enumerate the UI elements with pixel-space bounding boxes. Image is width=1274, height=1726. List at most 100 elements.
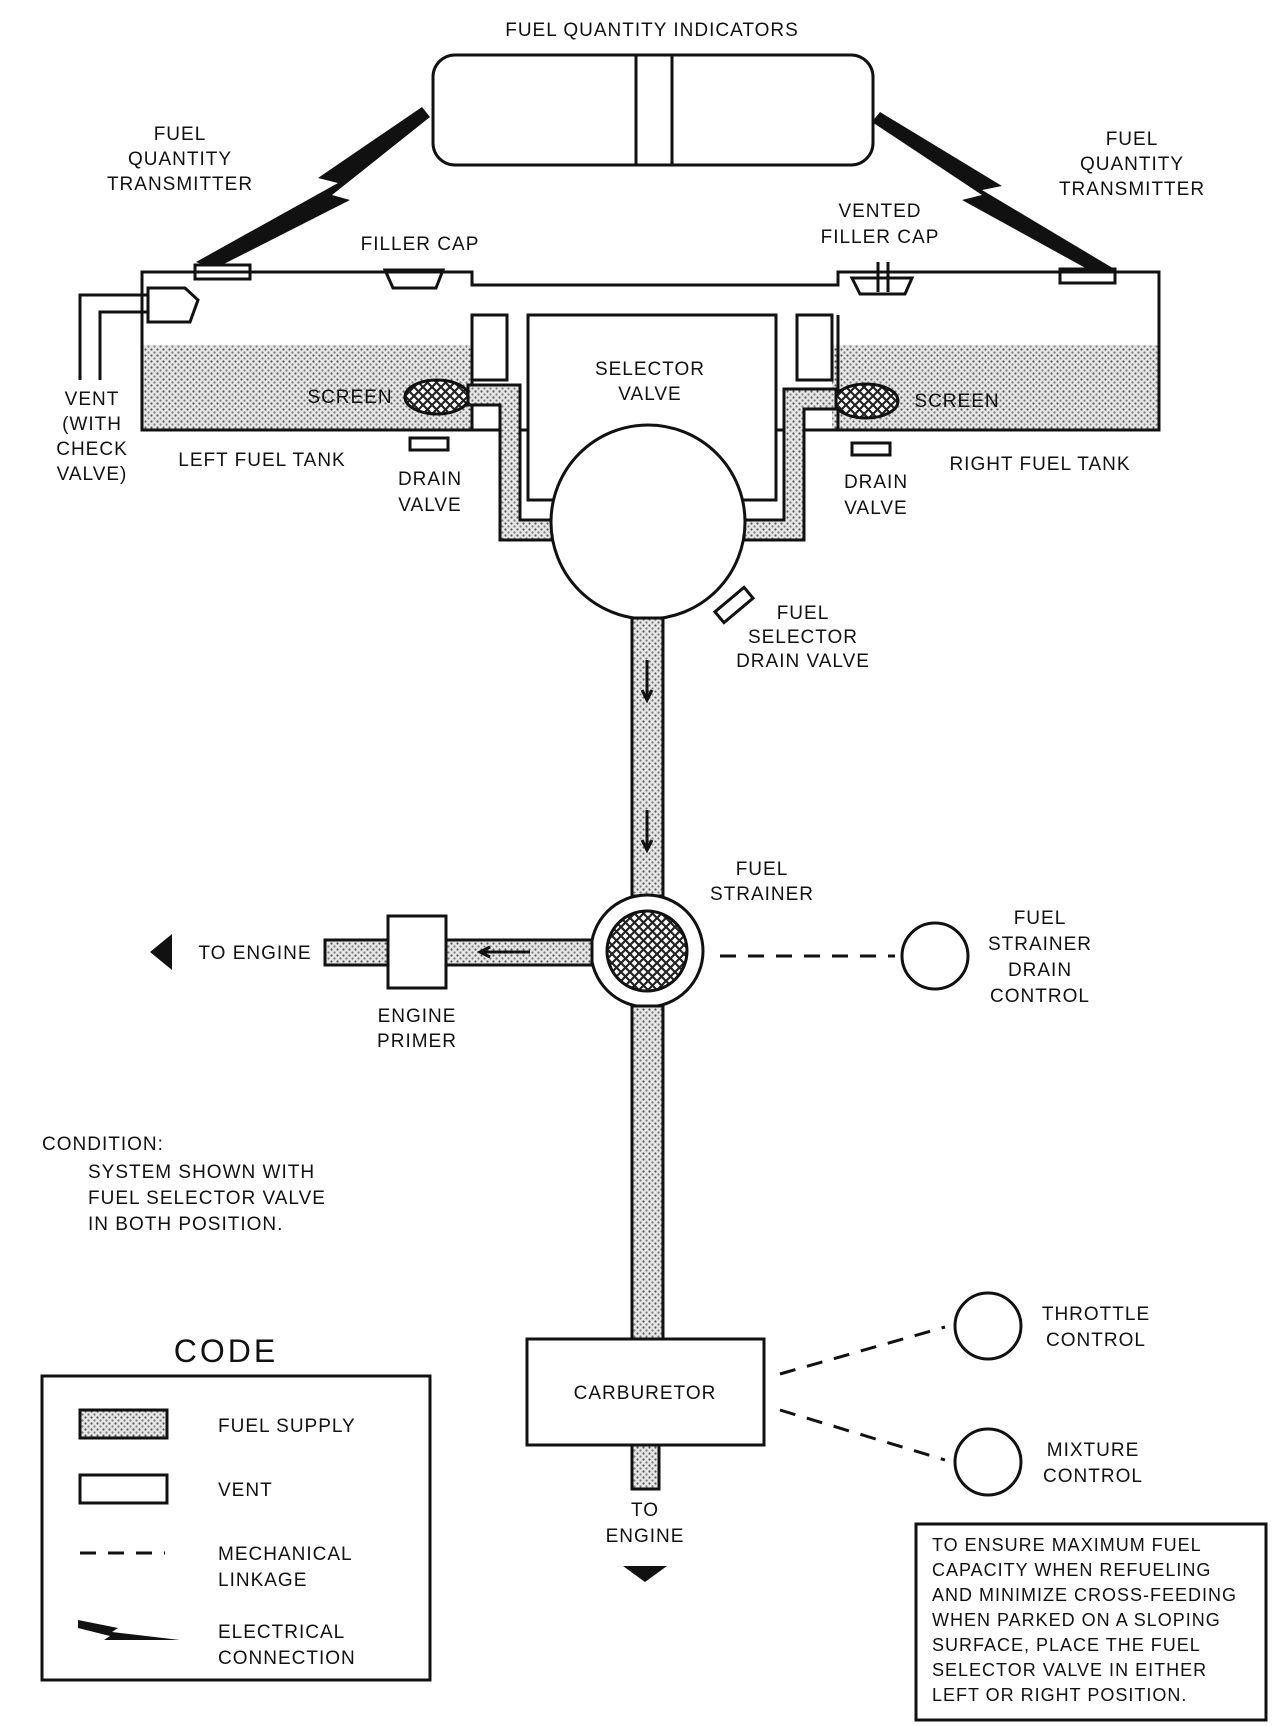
svg-text:THROTTLE: THROTTLE: [1042, 1304, 1150, 1325]
mixture-control-label: MIXTURE CONTROL: [1043, 1440, 1143, 1487]
legend-fuel-supply-swatch: [78, 1408, 169, 1440]
to-engine-left-label: TO ENGINE: [198, 943, 311, 964]
throttle-linkage: [779, 1325, 946, 1376]
right-drain-valve: [850, 441, 892, 457]
left-drain-valve: [408, 436, 450, 452]
svg-text:CONTROL: CONTROL: [1043, 1466, 1143, 1487]
right-screen-label: SCREEN: [914, 391, 999, 412]
to-engine-left-arrow-icon: [150, 934, 172, 970]
svg-text:SELECTOR VALVE IN EITHER: SELECTOR VALVE IN EITHER: [932, 1660, 1207, 1680]
svg-text:SYSTEM SHOWN WITH: SYSTEM SHOWN WITH: [88, 1162, 315, 1183]
svg-text:VENT: VENT: [65, 389, 120, 410]
svg-text:WHEN PARKED ON A SLOPING: WHEN PARKED ON A SLOPING: [932, 1610, 1221, 1630]
svg-text:PRIMER: PRIMER: [377, 1031, 457, 1052]
fuel-strainer-label: FUEL STRAINER: [710, 859, 814, 905]
svg-text:DRAIN: DRAIN: [844, 472, 908, 493]
fuel-quantity-indicators-label: FUEL QUANTITY INDICATORS: [505, 20, 799, 41]
selector-valve-label: SELECTOR VALVE: [595, 359, 705, 405]
legend-connection: CONNECTION: [218, 1648, 356, 1669]
legend-vent-swatch: [78, 1473, 169, 1505]
fuel-strainer-drain-control[interactable]: [900, 921, 970, 991]
carburetor-label: CARBURETOR: [574, 1383, 717, 1404]
right-screen: [832, 382, 900, 420]
svg-text:STRAINER: STRAINER: [710, 884, 814, 905]
svg-text:IN BOTH POSITION.: IN BOTH POSITION.: [88, 1214, 283, 1235]
svg-text:DRAIN VALVE: DRAIN VALVE: [736, 651, 870, 672]
svg-text:TO ENSURE MAXIMUM FUEL: TO ENSURE MAXIMUM FUEL: [932, 1535, 1202, 1555]
svg-text:FUEL: FUEL: [1014, 908, 1067, 929]
svg-text:CONTROL: CONTROL: [990, 986, 1090, 1007]
strainer-to-carburetor-line: [630, 1004, 665, 1341]
vented-filler-cap: [849, 262, 915, 296]
svg-text:SELECTOR: SELECTOR: [748, 627, 858, 648]
engine-primer-label: ENGINE PRIMER: [377, 1006, 457, 1052]
right-fuel-tank-label: RIGHT FUEL TANK: [949, 454, 1130, 475]
right-transmitter-label: FUEL QUANTITY TRANSMITTER: [1059, 129, 1205, 200]
legend-linkage: LINKAGE: [218, 1570, 307, 1591]
legend-mechanical: MECHANICAL: [218, 1544, 353, 1565]
left-drain-valve-label: DRAIN VALVE: [398, 469, 462, 516]
legend-fuel-supply: FUEL SUPPLY: [218, 1416, 356, 1437]
selector-to-strainer-line: [630, 616, 665, 898]
legend-vent: VENT: [218, 1480, 273, 1501]
svg-text:DRAIN: DRAIN: [398, 469, 462, 490]
flow-arrow-icon: [640, 810, 654, 854]
throttle-control[interactable]: [953, 1291, 1023, 1361]
svg-text:ENGINE: ENGINE: [606, 1526, 685, 1547]
svg-text:TRANSMITTER: TRANSMITTER: [1059, 179, 1205, 200]
svg-text:CONDITION:: CONDITION:: [42, 1134, 164, 1155]
refueling-note: TO ENSURE MAXIMUM FUEL CAPACITY WHEN REF…: [914, 1522, 1268, 1722]
svg-text:VALVE: VALVE: [844, 498, 907, 519]
svg-text:VALVE: VALVE: [398, 495, 461, 516]
left-screen-label: SCREEN: [307, 387, 392, 408]
svg-text:FUEL: FUEL: [1106, 129, 1159, 150]
fuel-strainer: [589, 893, 705, 1009]
svg-text:VALVE): VALVE): [57, 464, 128, 485]
svg-text:CONTROL: CONTROL: [1046, 1330, 1146, 1351]
svg-text:(WITH: (WITH: [62, 414, 122, 435]
svg-text:STRAINER: STRAINER: [988, 934, 1092, 955]
mixture-linkage: [779, 1408, 946, 1462]
vent-check-valve: [78, 286, 200, 380]
svg-text:VENTED: VENTED: [838, 201, 921, 222]
svg-text:CHECK: CHECK: [56, 439, 128, 460]
flow-arrow-icon: [640, 660, 654, 704]
svg-text:ENGINE: ENGINE: [378, 1006, 457, 1027]
condition-block: CONDITION: SYSTEM SHOWN WITH FUEL SELECT…: [42, 1134, 326, 1235]
svg-text:FUEL: FUEL: [736, 859, 789, 880]
left-transmitter-label: FUEL QUANTITY TRANSMITTER: [107, 124, 253, 195]
filler-cap-label: FILLER CAP: [361, 234, 480, 255]
tank-system: [140, 270, 1161, 432]
flow-arrow-icon: [476, 945, 530, 959]
fuel-strainer-drain-control-label: FUEL STRAINER DRAIN CONTROL: [988, 908, 1092, 1007]
fuel-selector-drain-valve: [712, 585, 756, 625]
filler-cap: [382, 268, 446, 290]
legend-electrical-icon: [78, 1620, 180, 1640]
code-legend: FUEL SUPPLY VENT MECHANICAL LINKAGE ELEC…: [40, 1374, 432, 1682]
to-engine-bottom-arrow-icon: [623, 1566, 667, 1582]
engine-primer: [386, 914, 448, 990]
right-drain-valve-label: DRAIN VALVE: [844, 472, 908, 519]
svg-text:FUEL: FUEL: [777, 603, 830, 624]
svg-text:FILLER CAP: FILLER CAP: [821, 227, 940, 248]
svg-text:LEFT OR RIGHT POSITION.: LEFT OR RIGHT POSITION.: [932, 1685, 1187, 1705]
carburetor-to-engine-line: [630, 1443, 661, 1491]
svg-text:CAPACITY WHEN REFUELING: CAPACITY WHEN REFUELING: [932, 1560, 1211, 1580]
svg-text:FUEL SELECTOR VALVE: FUEL SELECTOR VALVE: [88, 1188, 326, 1209]
svg-text:QUANTITY: QUANTITY: [128, 149, 232, 170]
mixture-control[interactable]: [953, 1427, 1023, 1497]
fuel-quantity-indicators: [431, 53, 875, 167]
code-title: CODE: [174, 1333, 278, 1369]
left-fuel-tank-label: LEFT FUEL TANK: [178, 450, 345, 471]
selector-valve: [526, 313, 778, 621]
svg-text:SELECTOR: SELECTOR: [595, 359, 705, 380]
legend-electrical: ELECTRICAL: [218, 1622, 345, 1643]
svg-text:MIXTURE: MIXTURE: [1047, 1440, 1140, 1461]
left-screen: [403, 378, 471, 416]
svg-text:TRANSMITTER: TRANSMITTER: [107, 174, 253, 195]
svg-text:VALVE: VALVE: [618, 384, 681, 405]
throttle-control-label: THROTTLE CONTROL: [1042, 1304, 1150, 1351]
svg-text:TO: TO: [631, 1500, 659, 1521]
svg-text:AND MINIMIZE CROSS-FEEDING: AND MINIMIZE CROSS-FEEDING: [932, 1585, 1237, 1605]
fuel-selector-drain-valve-label: FUEL SELECTOR DRAIN VALVE: [736, 603, 870, 672]
